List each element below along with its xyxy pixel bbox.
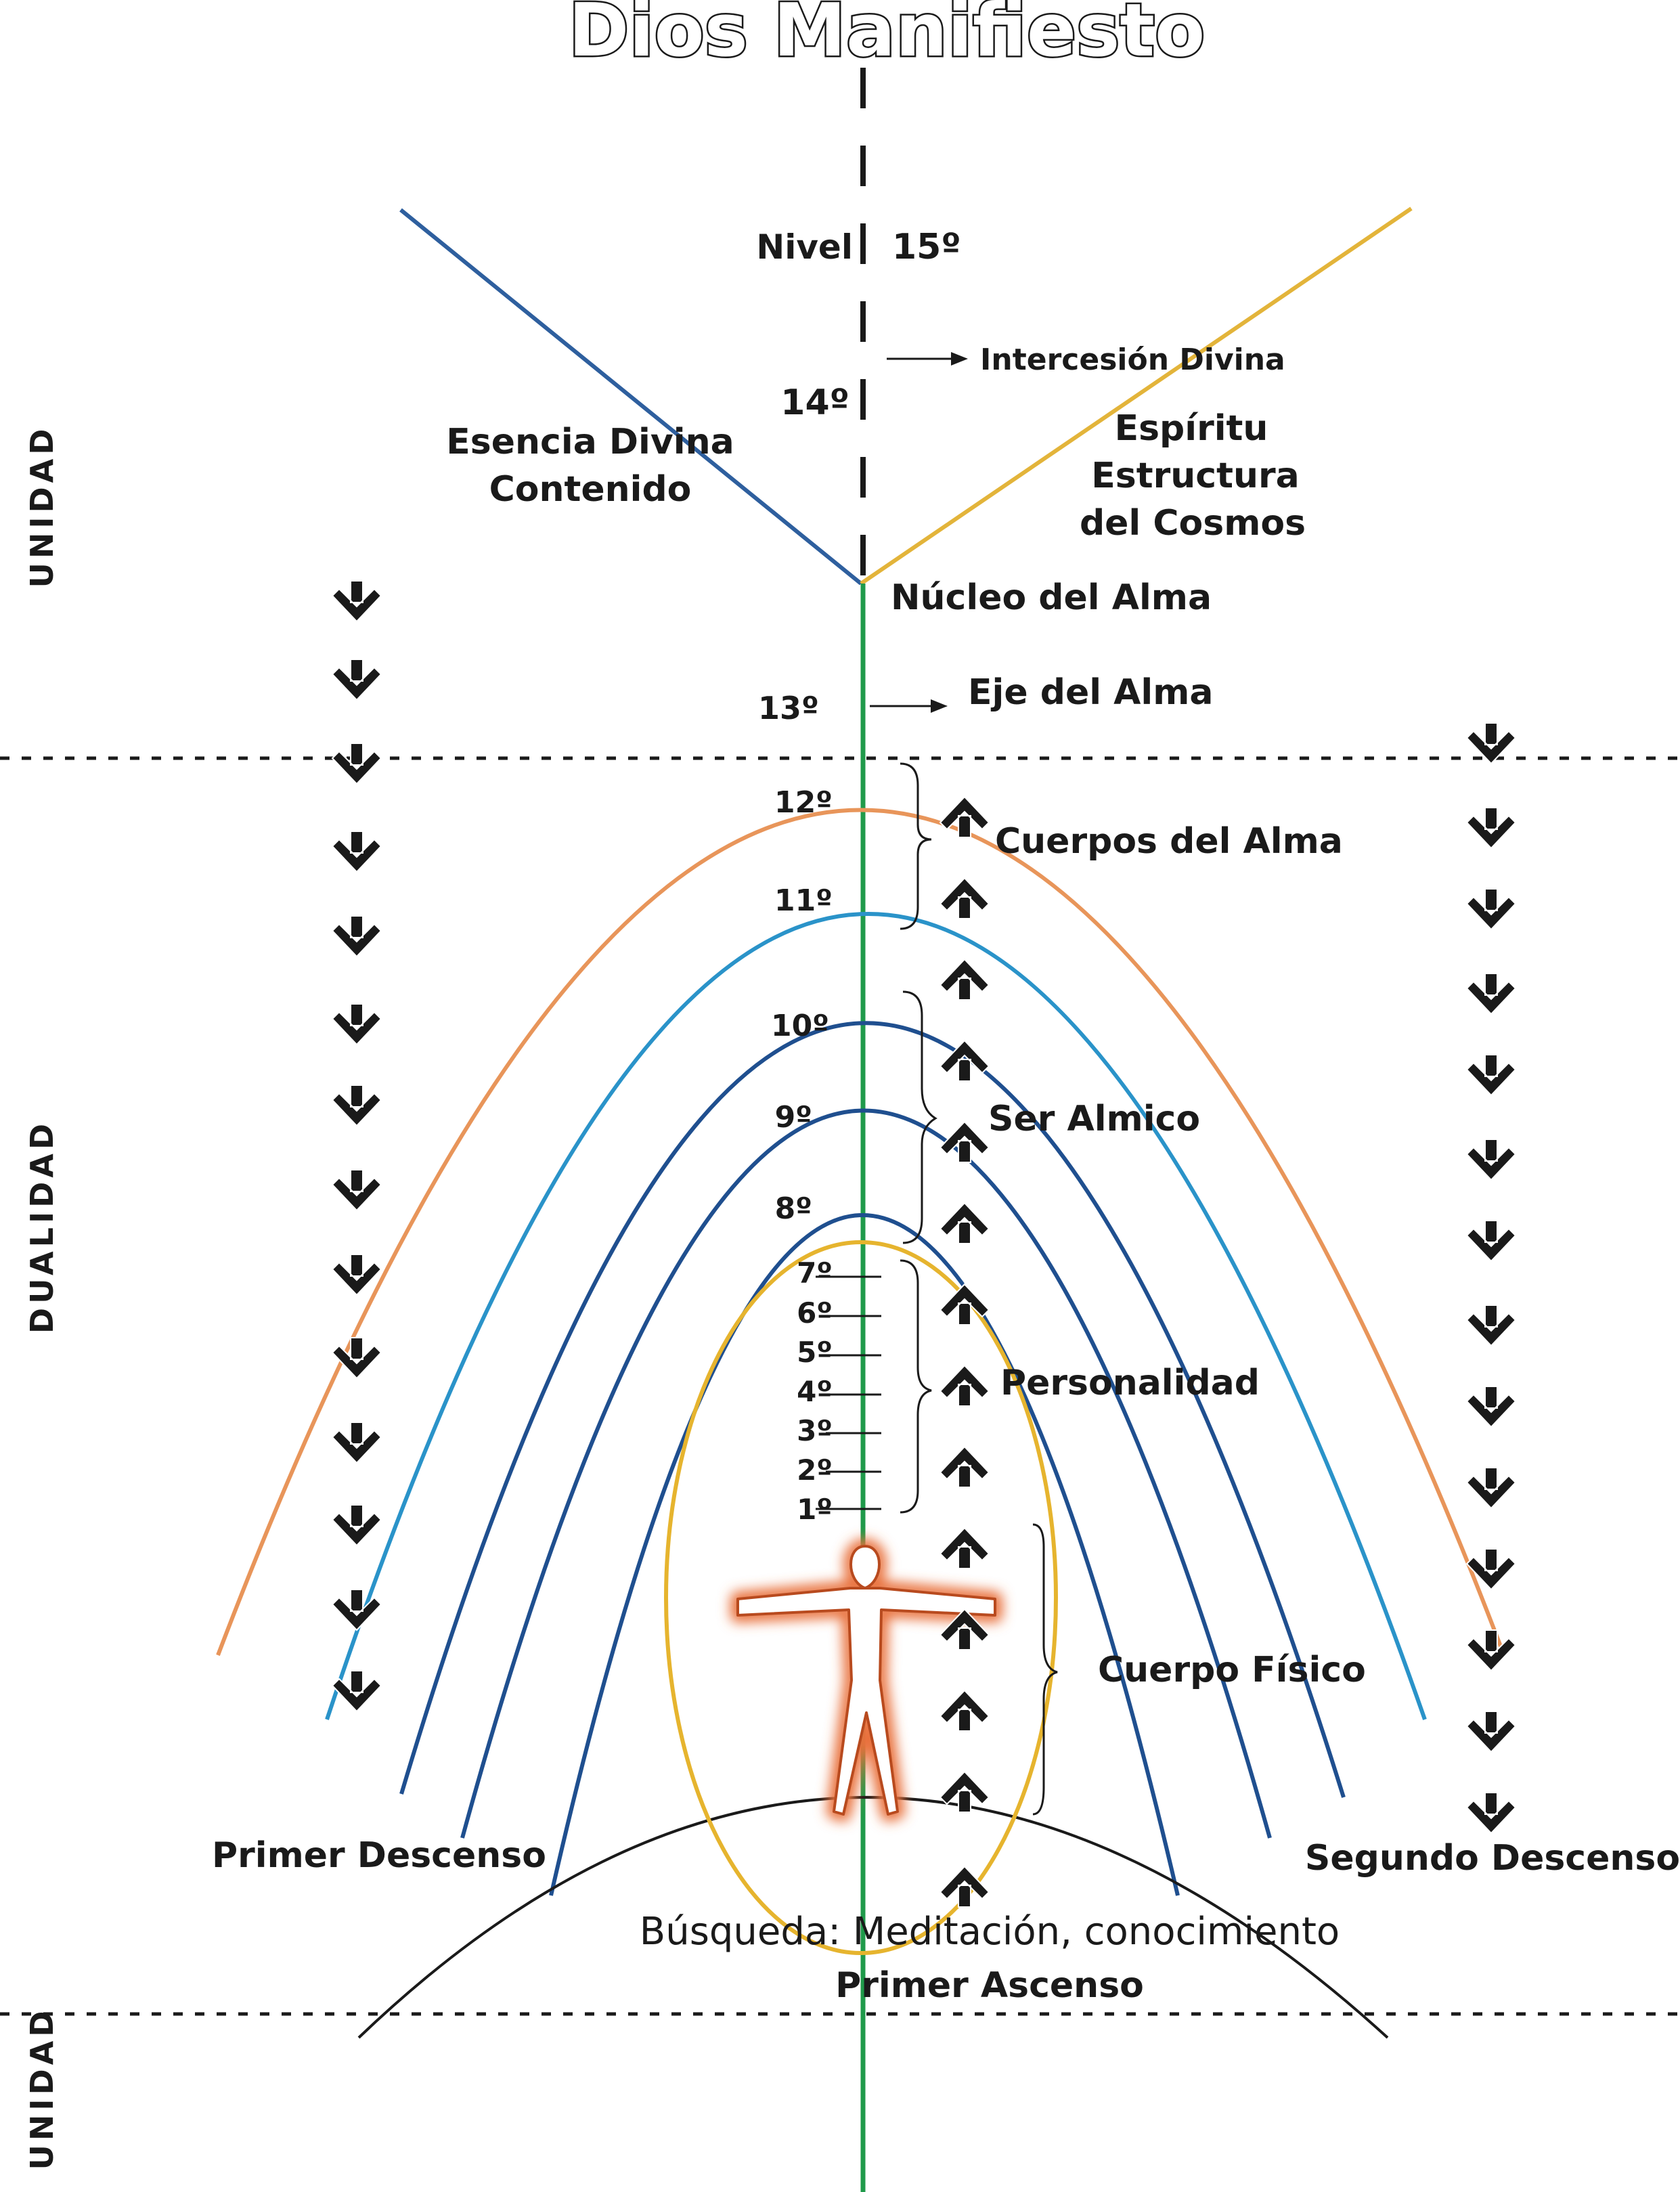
bracket-cuerpo-fisico	[1032, 1523, 1058, 1816]
level-8-label: 8º	[775, 1191, 812, 1226]
up-arrow-icon	[940, 1771, 990, 1813]
descent-arrows-right	[1466, 722, 1516, 1834]
up-arrow-icon	[940, 1365, 990, 1407]
eje-arrow-icon	[870, 699, 948, 713]
level-12-label: 12º	[774, 785, 833, 820]
level-5-label: 5º	[797, 1336, 833, 1369]
intercesion-label: Intercesión Divina	[980, 343, 1285, 377]
up-arrow-icon	[940, 1446, 990, 1488]
level-6-label: 6º	[797, 1296, 833, 1330]
down-arrow-icon	[1466, 1220, 1516, 1262]
level-10-label: 10º	[771, 1009, 829, 1043]
esencia-label-1: Esencia Divina	[446, 422, 734, 462]
level-7-label: 7º	[797, 1256, 833, 1290]
descent-arrows-left	[332, 580, 382, 1712]
ser-almico-label: Ser Almico	[988, 1099, 1200, 1139]
down-arrow-icon	[332, 1422, 382, 1464]
level-1-label: 1º	[797, 1493, 833, 1526]
side-label-unidad-top: UNIDAD	[24, 425, 60, 588]
intercesion-arrow-icon	[887, 352, 968, 366]
down-arrow-icon	[332, 580, 382, 622]
espiritu-line	[860, 206, 1413, 586]
bracket-cuerpos-alma	[900, 762, 932, 930]
cuerpos-alma-label: Cuerpos del Alma	[995, 821, 1343, 862]
down-arrow-icon	[1466, 807, 1516, 849]
segundo-descenso-label: Segundo Descenso	[1305, 1838, 1680, 1879]
espiritu-label-1: Espíritu	[1115, 408, 1268, 449]
esencia-label-2: Contenido	[489, 469, 692, 510]
side-label-unidad-bottom: UNIDAD	[24, 2007, 60, 2170]
level-3-label: 3º	[797, 1414, 833, 1447]
down-arrow-icon	[1466, 1386, 1516, 1428]
primer-ascenso-label: Primer Ascenso	[835, 1965, 1144, 2006]
down-arrow-icon	[1466, 1711, 1516, 1753]
up-arrow-icon	[940, 1121, 990, 1163]
level-9-label: 9º	[775, 1100, 812, 1135]
down-arrow-icon	[332, 915, 382, 957]
level-14-label: 14º	[780, 382, 849, 423]
arc-level-10	[399, 1021, 1346, 1798]
human-figure-icon	[730, 1539, 1002, 1822]
level-4-label: 4º	[797, 1375, 833, 1408]
personality-oval	[664, 1240, 1058, 1955]
cuerpo-fisico-label: Cuerpo Físico	[1098, 1650, 1366, 1690]
down-arrow-icon	[1466, 1629, 1516, 1671]
bracket-ser-almico	[902, 990, 937, 1244]
down-arrow-icon	[1466, 1792, 1516, 1834]
down-arrow-icon	[332, 659, 382, 701]
down-arrow-icon	[332, 1254, 382, 1296]
earth-arc	[357, 1796, 1389, 2039]
up-arrow-icon	[940, 1202, 990, 1244]
ascent-arrows-center	[940, 796, 990, 1908]
nivel-label: Nivel	[756, 227, 853, 267]
esencia-divina-line	[399, 208, 862, 586]
down-arrow-icon	[332, 743, 382, 785]
up-arrow-icon	[940, 1866, 990, 1908]
down-arrow-icon	[332, 1504, 382, 1546]
up-arrow-icon	[940, 1527, 990, 1569]
down-arrow-icon	[1466, 1467, 1516, 1509]
arc-level-12	[216, 808, 1506, 1657]
espiritu-label-2: Estructura	[1091, 456, 1299, 496]
arc-level-11	[325, 912, 1427, 1720]
down-arrow-icon	[1466, 1139, 1516, 1181]
up-arrow-icon	[940, 796, 990, 838]
level-13-label: 13º	[758, 690, 819, 726]
down-arrow-icon	[1466, 1305, 1516, 1346]
side-label-dualidad: DUALIDAD	[24, 1120, 60, 1334]
down-arrow-icon	[332, 1084, 382, 1126]
diagram-title: Dios Manifiesto	[569, 0, 1205, 73]
up-arrow-icon	[940, 1690, 990, 1732]
nucleo-label: Núcleo del Alma	[891, 577, 1212, 618]
down-arrow-icon	[332, 1003, 382, 1045]
up-arrow-icon	[940, 877, 990, 919]
primer-descenso-label: Primer Descenso	[212, 1835, 546, 1876]
bracket-personalidad	[900, 1259, 932, 1514]
espiritu-label-3: del Cosmos	[1080, 503, 1306, 544]
personalidad-label: Personalidad	[1000, 1363, 1260, 1403]
down-arrow-icon	[1466, 888, 1516, 930]
busqueda-label: Búsqueda: Meditación, conocimiento	[640, 1910, 1340, 1954]
down-arrow-icon	[1466, 973, 1516, 1015]
arc-level-9	[460, 1108, 1272, 1839]
up-arrow-icon	[940, 959, 990, 1001]
down-arrow-icon	[332, 1589, 382, 1631]
down-arrow-icon	[1466, 1054, 1516, 1096]
down-arrow-icon	[332, 1169, 382, 1211]
down-arrow-icon	[332, 1337, 382, 1379]
eje-label: Eje del Alma	[968, 672, 1213, 713]
level-11-label: 11º	[774, 883, 833, 918]
down-arrow-icon	[332, 831, 382, 873]
personality-ticks	[816, 1275, 881, 1510]
arc-level-8	[549, 1213, 1180, 1896]
level-15-label: 15º	[892, 227, 961, 267]
level-2-label: 2º	[797, 1453, 833, 1487]
